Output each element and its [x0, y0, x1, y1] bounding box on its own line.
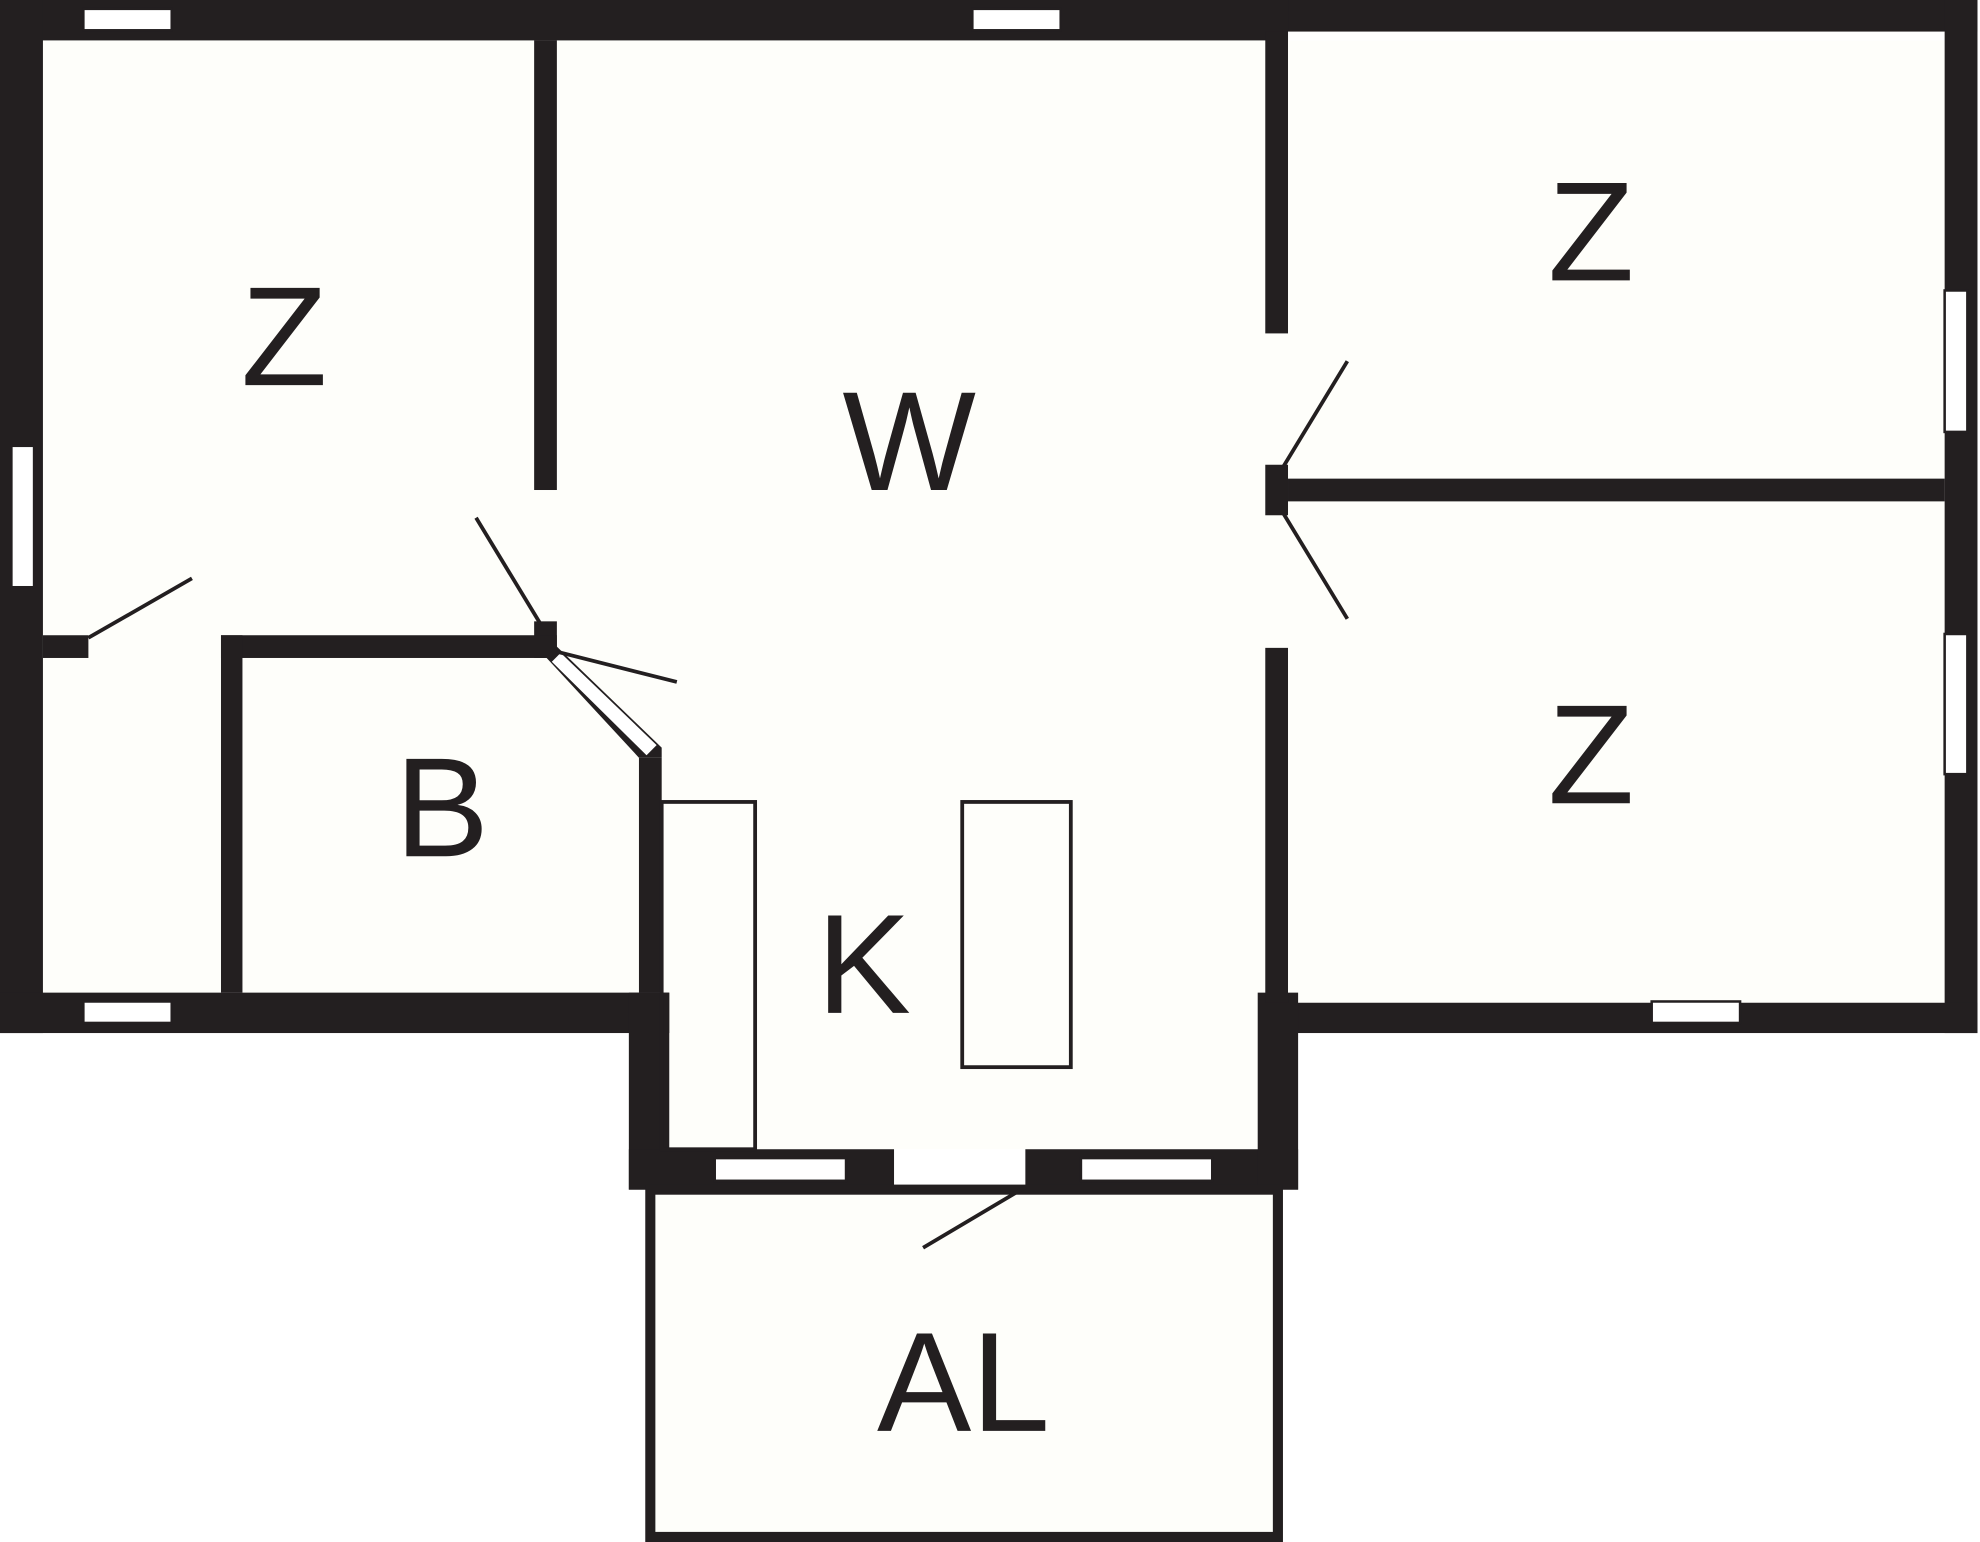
door-swing [556, 649, 678, 684]
door-swing [922, 1185, 1027, 1250]
kitchen-island [960, 800, 1073, 1070]
window [1079, 1156, 1214, 1183]
room-label-bedroom-bottom-right: Z [1548, 675, 1634, 833]
window [82, 7, 173, 32]
room-floors [42, 40, 1945, 1537]
room-label-kitchen: K [817, 885, 911, 1043]
kitchen-counter [659, 800, 758, 1152]
room-label-bathroom: B [395, 728, 489, 886]
window [1650, 1000, 1742, 1025]
room-label-balcony: AL [877, 1303, 1050, 1461]
door-swing [87, 576, 193, 640]
window [82, 1000, 173, 1025]
room-label-bedroom-top-right: Z [1548, 152, 1634, 310]
door-swing [1281, 360, 1349, 469]
room-label-bedroom-left: Z [241, 257, 327, 415]
window [971, 7, 1062, 32]
window [1943, 632, 1969, 776]
window [713, 1156, 848, 1183]
window [1943, 289, 1969, 434]
door-swing [474, 516, 543, 625]
windows [10, 7, 1969, 1183]
window [10, 444, 36, 589]
doors [87, 360, 1349, 1250]
door-swing [1281, 511, 1349, 620]
room-label-living: W [842, 362, 975, 520]
kitchen-furniture [659, 800, 1073, 1152]
room-labels: Z W Z Z B K AL [241, 152, 1634, 1461]
